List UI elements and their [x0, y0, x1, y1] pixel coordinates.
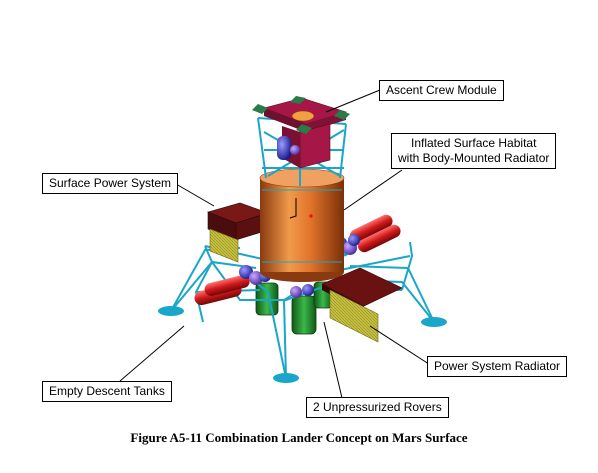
left-radiator-panel	[209, 228, 239, 263]
descent-tanks-left	[194, 274, 250, 306]
label-surface-power-system: Surface Power System	[42, 173, 179, 194]
label-unpressurized-rovers: 2 Unpressurized Rovers	[306, 397, 449, 418]
label-power-system-radiator: Power System Radiator	[427, 356, 568, 377]
ascent-crew-module	[252, 96, 350, 169]
right-radiator-panel	[329, 289, 379, 343]
surface-habitat	[259, 168, 345, 282]
power-system-radiator-unit	[321, 267, 403, 343]
rover-cylinder	[291, 295, 317, 335]
surface-power-system-unit	[207, 202, 269, 263]
label-empty-descent-tanks: Empty Descent Tanks	[42, 381, 172, 402]
figure-caption: Figure A5-11 Combination Lander Concept …	[130, 430, 468, 445]
leader-lines	[119, 89, 433, 399]
label-ascent-crew-module: Ascent Crew Module	[379, 80, 504, 101]
descent-tanks-right	[349, 214, 401, 253]
label-surface-habitat: Inflated Surface Habitat with Body-Mount…	[391, 133, 557, 169]
